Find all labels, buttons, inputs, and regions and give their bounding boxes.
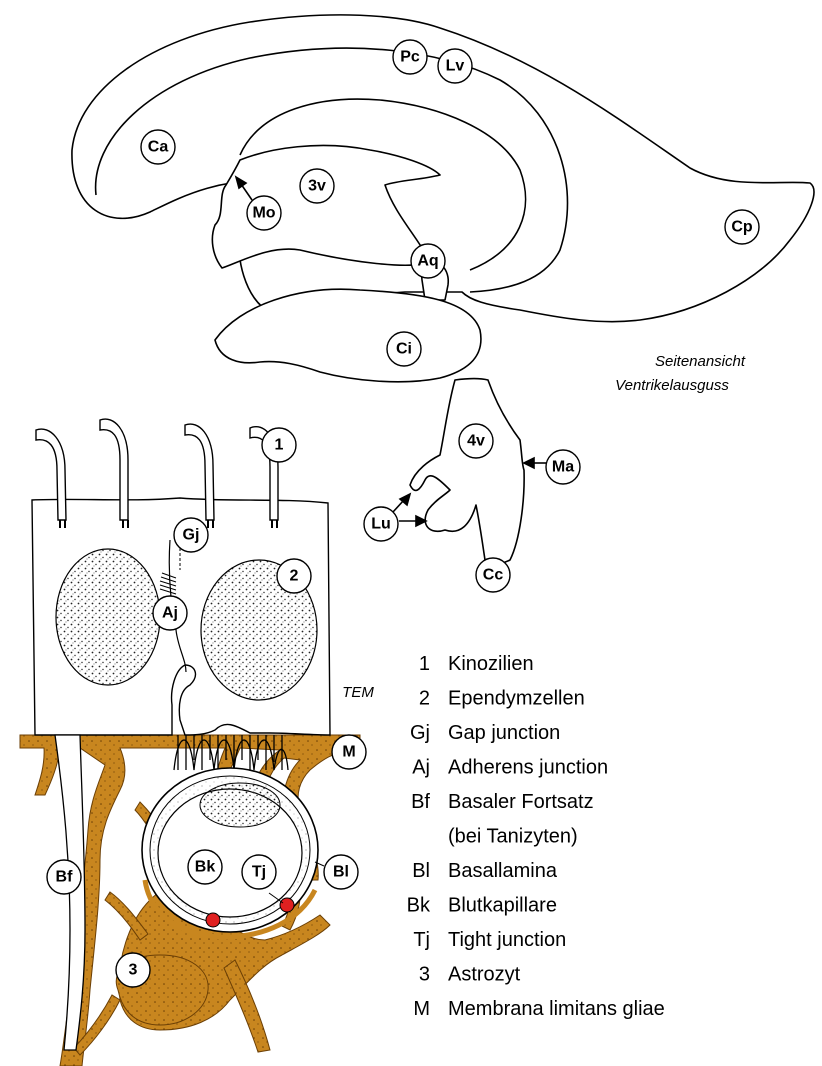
label-bk: Bk — [188, 850, 222, 884]
arrow-lu-right — [399, 516, 426, 526]
legend-text: Ependymzellen — [448, 688, 585, 710]
svg-text:3v: 3v — [308, 178, 326, 195]
ventricle-cast — [72, 15, 814, 564]
fourth-ventricle — [410, 379, 524, 564]
svg-text:Bk: Bk — [195, 859, 216, 876]
legend-key: Bk — [407, 895, 431, 917]
inferior-horn — [215, 289, 481, 382]
label-aj: Aj — [153, 596, 187, 630]
caption-line-2: Ventrikelausguss — [615, 377, 729, 394]
svg-text:Lu: Lu — [371, 516, 391, 533]
label-bl: Bl — [315, 855, 358, 889]
label-lv: Lv — [438, 49, 472, 83]
legend-key: M — [413, 998, 430, 1020]
legend-text: Adherens junction — [448, 757, 608, 779]
svg-text:M: M — [342, 744, 355, 761]
svg-text:2: 2 — [290, 568, 299, 585]
label-3v: 3v — [300, 169, 334, 203]
legend-text: Basallamina — [448, 860, 558, 882]
nucleus-left — [56, 549, 160, 685]
svg-text:Bl: Bl — [333, 864, 349, 881]
label-mo: Mo — [247, 196, 281, 230]
label-bf: Bf — [47, 860, 81, 894]
label-3: 3 — [116, 953, 150, 987]
label-pc: Pc — [393, 40, 427, 74]
label-ci: Ci — [387, 332, 421, 366]
svg-text:Aj: Aj — [162, 605, 178, 622]
legend-text: Basaler Fortsatz — [448, 791, 594, 813]
legend-text: Tight junction — [448, 929, 566, 951]
svg-text:Lv: Lv — [446, 58, 465, 75]
legend-text: (bei Tanizyten) — [448, 826, 578, 848]
svg-text:1: 1 — [275, 437, 284, 454]
arrow-ma — [524, 458, 546, 468]
legend-key: Aj — [412, 757, 430, 779]
legend-text: Gap junction — [448, 722, 560, 744]
svg-text:Cp: Cp — [731, 219, 753, 236]
endothelial-nucleus — [200, 783, 280, 827]
svg-text:Cc: Cc — [483, 567, 504, 584]
svg-text:Bf: Bf — [56, 869, 74, 886]
label-1: 1 — [262, 428, 296, 462]
label-2: 2 — [277, 559, 311, 593]
svg-text:Gj: Gj — [183, 527, 200, 544]
svg-text:Ci: Ci — [396, 341, 412, 358]
legend-text: Kinozilien — [448, 653, 534, 675]
svg-text:Tj: Tj — [252, 864, 266, 881]
label-lu: Lu — [364, 507, 398, 541]
svg-text:Mo: Mo — [252, 205, 275, 222]
legend-text: Membrana limitans gliae — [448, 998, 665, 1020]
legend-key: Tj — [413, 929, 430, 951]
legend-key: 2 — [419, 688, 430, 710]
svg-text:3: 3 — [129, 962, 138, 979]
legend-key: Bf — [411, 791, 430, 813]
svg-text:Aq: Aq — [417, 253, 438, 270]
label-ca: Ca — [141, 130, 175, 164]
label-m: M — [332, 735, 366, 769]
label-aq: Aq — [411, 244, 445, 278]
legend-key: 3 — [419, 964, 430, 986]
legend-key: 1 — [419, 653, 430, 675]
label-gj: Gj — [174, 518, 208, 552]
svg-text:4v: 4v — [467, 433, 485, 450]
label-cp: Cp — [725, 210, 759, 244]
label-tj: Tj — [242, 855, 276, 889]
legend-key: Gj — [410, 722, 430, 744]
legend-text: Astrozyt — [448, 964, 521, 986]
legend-key: Bl — [412, 860, 430, 882]
legend-text: Blutkapillare — [448, 895, 557, 917]
svg-text:Ca: Ca — [148, 139, 169, 156]
arrow-lu-up — [393, 494, 410, 512]
label-4v: 4v — [459, 424, 493, 458]
svg-text:Ma: Ma — [552, 459, 574, 476]
svg-text:Pc: Pc — [400, 49, 420, 66]
ependyma-tissue: TEM 1 Gj 2 Aj M Bk Tj Bl Bf 3 — [20, 419, 374, 1066]
label-cc: Cc — [476, 558, 510, 592]
label-ma: Ma — [546, 450, 580, 484]
caption-line-1: Seitenansicht — [655, 353, 746, 370]
tem-label: TEM — [342, 684, 374, 701]
